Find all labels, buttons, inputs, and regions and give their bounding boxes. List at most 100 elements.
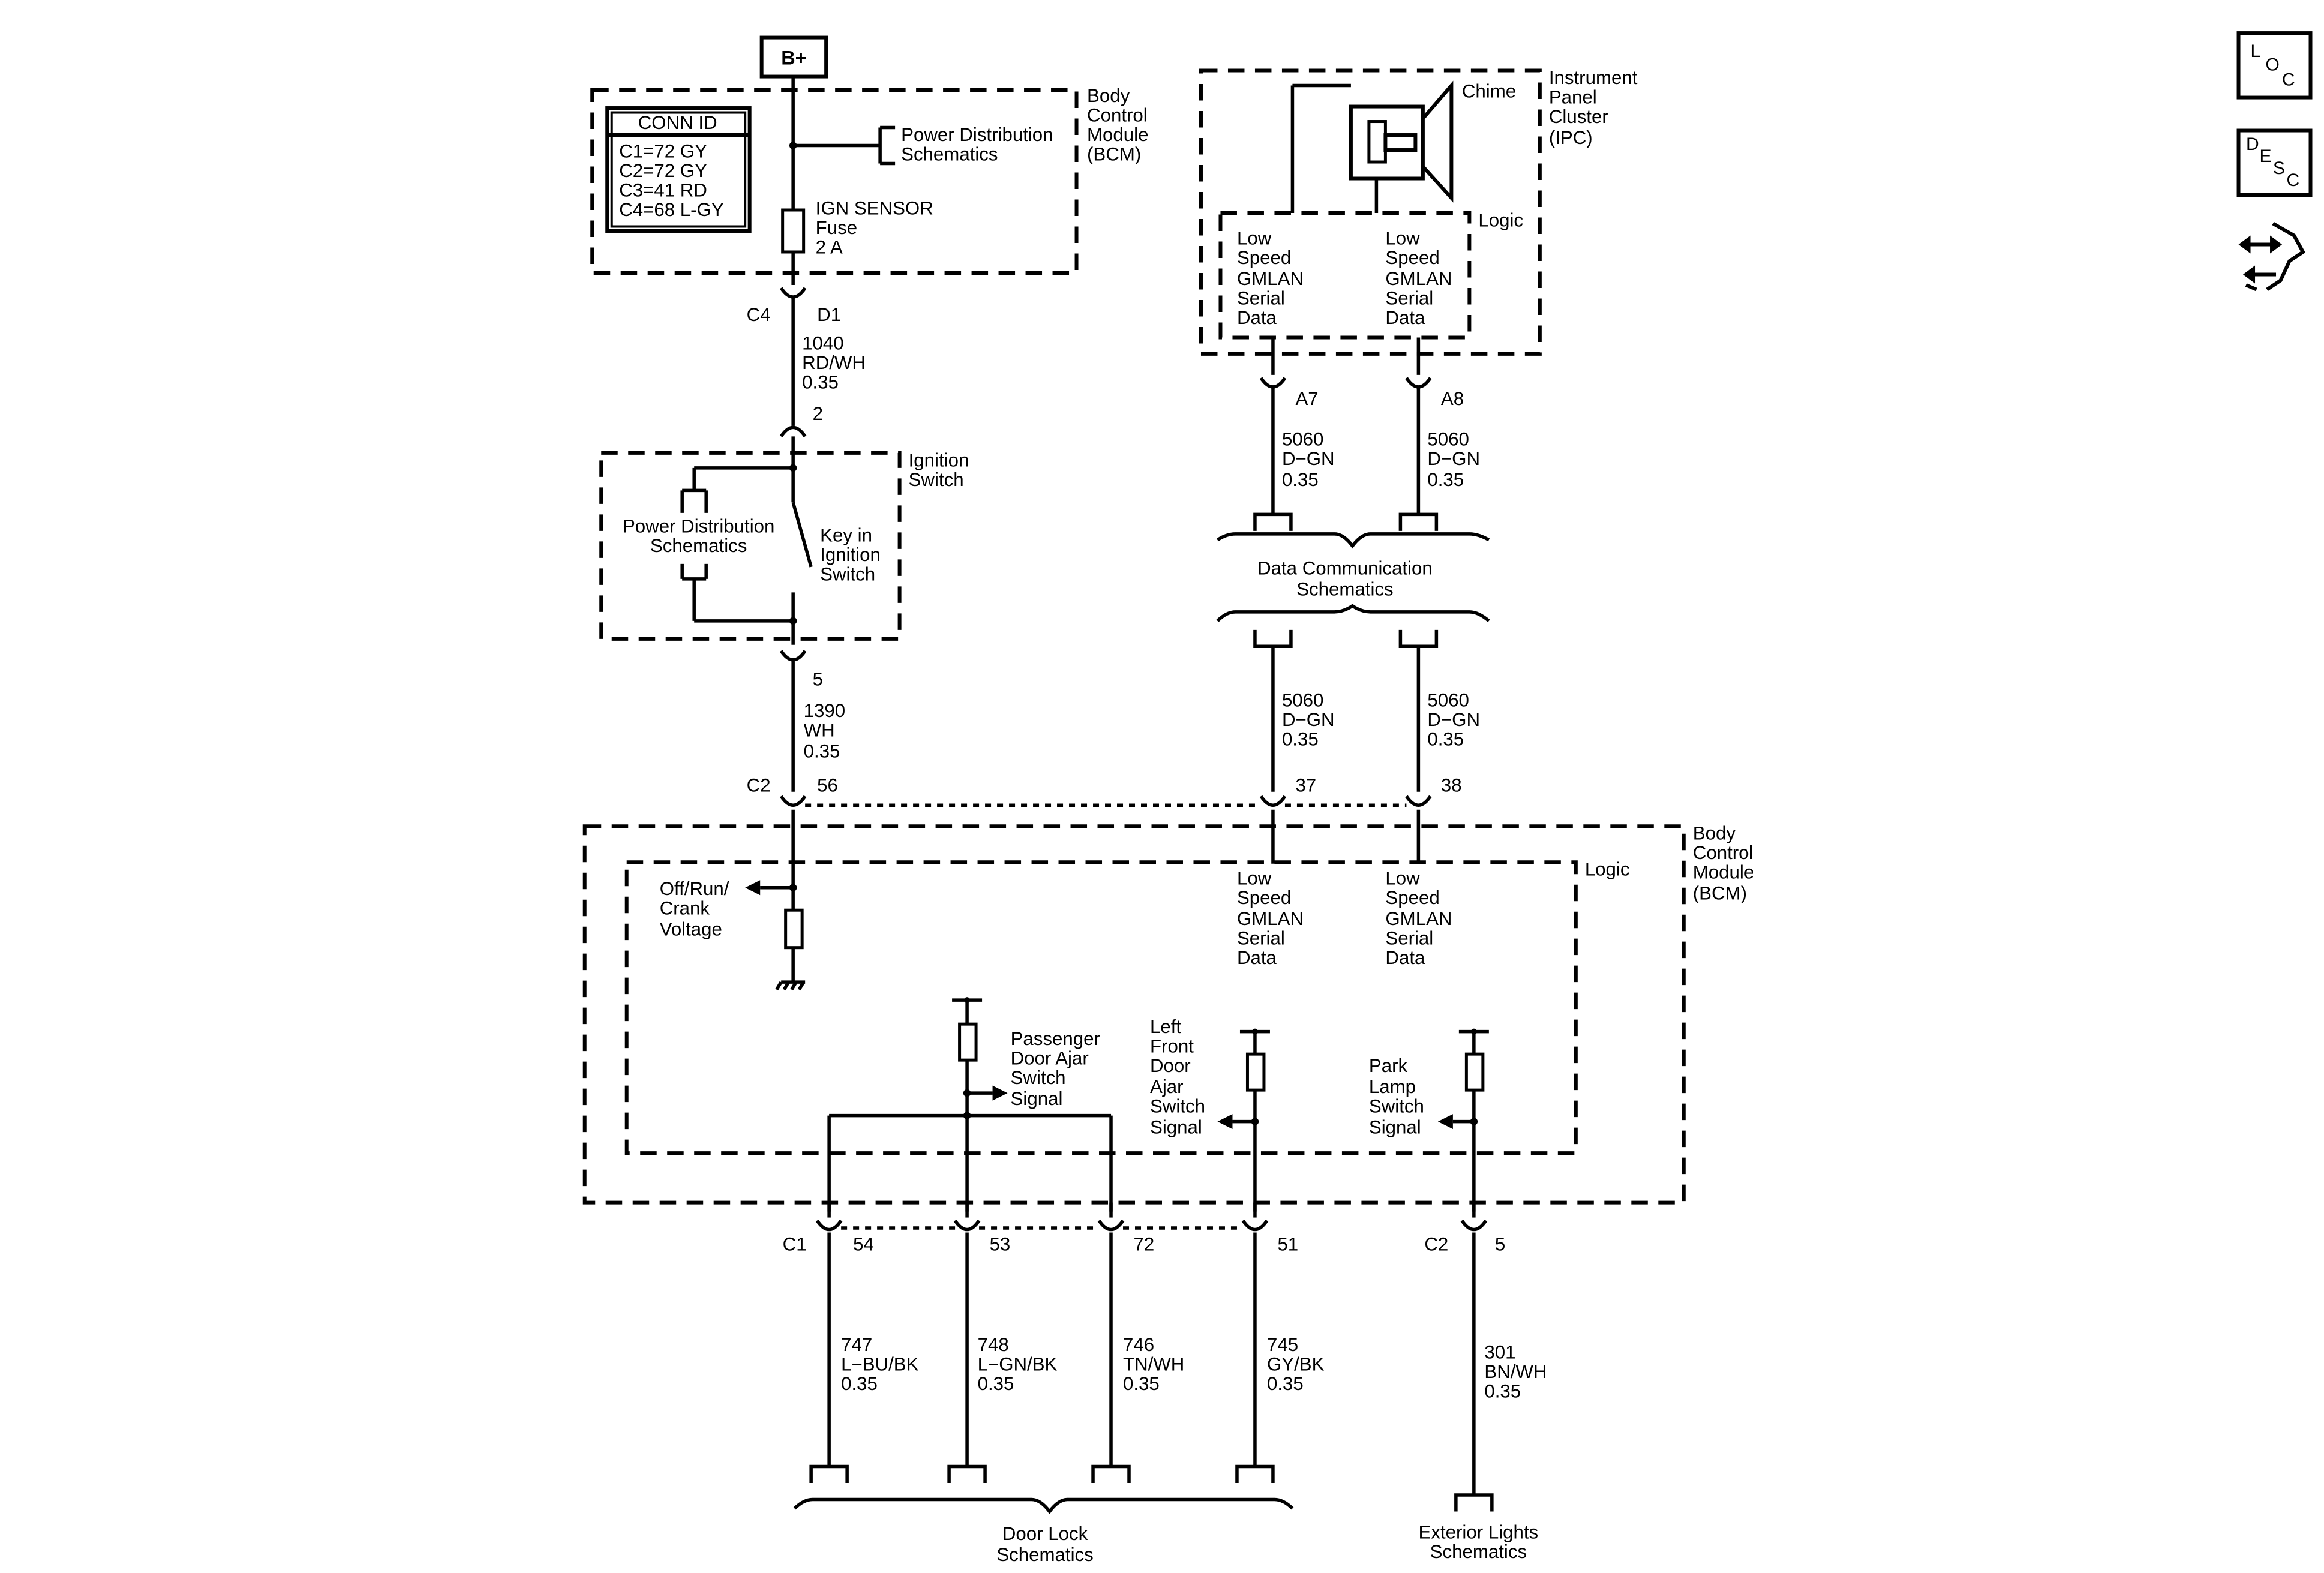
chime-speaker-icon — [1349, 80, 1454, 203]
svg-text:S: S — [2273, 158, 2285, 178]
svg-text:GY/BK: GY/BK — [1267, 1353, 1325, 1374]
data-comm-bracket-top — [1216, 532, 1490, 549]
svg-text:748: 748 — [978, 1334, 1009, 1355]
svg-text:Signal: Signal — [1369, 1117, 1421, 1138]
svg-text:Signal: Signal — [1150, 1117, 1202, 1138]
svg-text:Power Distribution: Power Distribution — [623, 515, 774, 536]
bcm-logic-box — [624, 860, 1578, 1155]
svg-text:0.35: 0.35 — [1484, 1380, 1521, 1401]
svg-text:Schematics: Schematics — [901, 144, 998, 165]
svg-text:5060: 5060 — [1427, 689, 1469, 710]
svg-text:Park: Park — [1369, 1055, 1408, 1076]
svg-text:Switch: Switch — [1011, 1067, 1066, 1088]
svg-text:0.35: 0.35 — [1282, 469, 1319, 490]
conn-c1-label: C1 — [783, 1234, 807, 1255]
desc-button[interactable]: D E S C — [2236, 128, 2313, 197]
pin-56-label: 56 — [817, 775, 838, 796]
svg-text:Switch: Switch — [1369, 1096, 1424, 1117]
svg-text:Switch: Switch — [820, 563, 875, 584]
svg-text:Body: Body — [1693, 823, 1736, 844]
wire-5060-top-right-label: 5060 D−GN 0.35 — [1427, 428, 1480, 490]
svg-text:C2=72 GY: C2=72 GY — [619, 160, 707, 181]
svg-text:Low: Low — [1385, 868, 1420, 889]
svg-text:Passenger: Passenger — [1011, 1028, 1100, 1049]
svg-text:Low: Low — [1237, 227, 1272, 248]
svg-text:Speed: Speed — [1385, 247, 1439, 268]
svg-text:TN/WH: TN/WH — [1123, 1353, 1184, 1374]
svg-text:L−BU/BK: L−BU/BK — [841, 1353, 919, 1374]
svg-text:301: 301 — [1484, 1342, 1515, 1363]
conn-id-table: CONN ID C1=72 GY C2=72 GY C3=41 RD C4=68… — [605, 106, 752, 233]
pin-72-label: 72 — [1134, 1234, 1155, 1255]
bcm-top-label: Body Control Module (BCM) — [1087, 85, 1148, 164]
svg-text:Ajar: Ajar — [1150, 1076, 1184, 1097]
svg-text:L: L — [2251, 41, 2261, 61]
svg-text:Module: Module — [1087, 124, 1148, 145]
pin-5-label: 5 — [1495, 1234, 1505, 1255]
svg-text:WH: WH — [804, 719, 835, 740]
svg-text:Power Distribution: Power Distribution — [901, 124, 1053, 145]
svg-text:BN/WH: BN/WH — [1484, 1361, 1547, 1382]
svg-text:Data: Data — [1385, 947, 1425, 968]
pin-54-label: 54 — [853, 1234, 874, 1255]
data-comm-ref: Data Communication Schematics — [1257, 557, 1433, 599]
svg-text:Left: Left — [1150, 1016, 1181, 1037]
pin-37-label: 37 — [1295, 775, 1316, 796]
svg-text:Data: Data — [1385, 307, 1425, 328]
bcm-bottom-label: Body Control Module (BCM) — [1693, 823, 1754, 904]
svg-text:D−GN: D−GN — [1282, 448, 1335, 469]
pin-38-label: 38 — [1441, 775, 1462, 796]
svg-text:Voltage: Voltage — [660, 919, 722, 940]
svg-text:0.35: 0.35 — [804, 740, 840, 761]
svg-text:Schematics: Schematics — [1430, 1541, 1527, 1562]
svg-text:L−GN/BK: L−GN/BK — [978, 1353, 1058, 1374]
svg-text:Crank: Crank — [660, 898, 710, 919]
wire-748-label: 748 L−GN/BK 0.35 — [978, 1334, 1058, 1394]
ipc-pin-a8: A8 — [1441, 388, 1464, 409]
svg-text:Ignition: Ignition — [820, 544, 881, 565]
ipc-gmlan-left-label: Low Speed GMLAN Serial Data — [1237, 227, 1304, 328]
svg-text:Module: Module — [1693, 862, 1754, 883]
svg-text:Fuse: Fuse — [816, 217, 857, 238]
svg-text:5060: 5060 — [1282, 428, 1323, 449]
svg-text:Instrument: Instrument — [1549, 67, 1638, 88]
ground-icon — [775, 980, 806, 991]
loc-button[interactable]: L O C — [2236, 31, 2313, 100]
svg-text:B+: B+ — [781, 47, 806, 69]
back-forward-arrows-icon[interactable] — [2238, 221, 2305, 292]
svg-text:0.35: 0.35 — [802, 371, 839, 392]
svg-text:Door: Door — [1150, 1055, 1191, 1076]
svg-text:Panel: Panel — [1549, 87, 1597, 108]
svg-text:745: 745 — [1267, 1334, 1298, 1355]
svg-text:Body: Body — [1087, 85, 1130, 106]
svg-text:Serial: Serial — [1237, 287, 1285, 308]
svg-text:Serial: Serial — [1385, 928, 1433, 949]
ignition-switch-box — [599, 451, 902, 641]
svg-text:Switch: Switch — [1150, 1096, 1205, 1117]
ignition-switch-label: Ignition Switch — [909, 449, 969, 490]
ign-pin-5: 5 — [813, 668, 823, 689]
svg-text:C: C — [2282, 70, 2295, 90]
wire-5060-bot-right-label: 5060 D−GN 0.35 — [1427, 689, 1480, 749]
conn-c2b-label: C2 — [1424, 1234, 1448, 1255]
svg-text:GMLAN: GMLAN — [1385, 908, 1452, 929]
svg-text:Exterior Lights: Exterior Lights — [1419, 1521, 1539, 1542]
svg-text:Data Communication: Data Communication — [1257, 557, 1433, 578]
ignition-key-switch — [791, 502, 813, 568]
svg-text:1040: 1040 — [802, 332, 843, 353]
svg-text:Serial: Serial — [1385, 287, 1433, 308]
ipc-label: Instrument Panel Cluster (IPC) — [1549, 67, 1638, 148]
bcm-logic-label: Logic — [1585, 859, 1630, 880]
wire-5060-top-left-label: 5060 D−GN 0.35 — [1282, 428, 1335, 490]
conn-c4-label: C4 — [747, 304, 771, 325]
exterior-lights-ref: Exterior Lights Schematics — [1419, 1521, 1539, 1562]
svg-text:GMLAN: GMLAN — [1385, 268, 1452, 289]
pin-51-label: 51 — [1277, 1234, 1298, 1255]
svg-text:Front: Front — [1150, 1036, 1194, 1057]
svg-text:746: 746 — [1123, 1334, 1154, 1355]
svg-text:O: O — [2266, 55, 2280, 75]
svg-text:(BCM): (BCM) — [1693, 883, 1747, 904]
ign-sensor-fuse — [781, 208, 806, 254]
svg-text:C4=68 L-GY: C4=68 L-GY — [619, 199, 724, 220]
